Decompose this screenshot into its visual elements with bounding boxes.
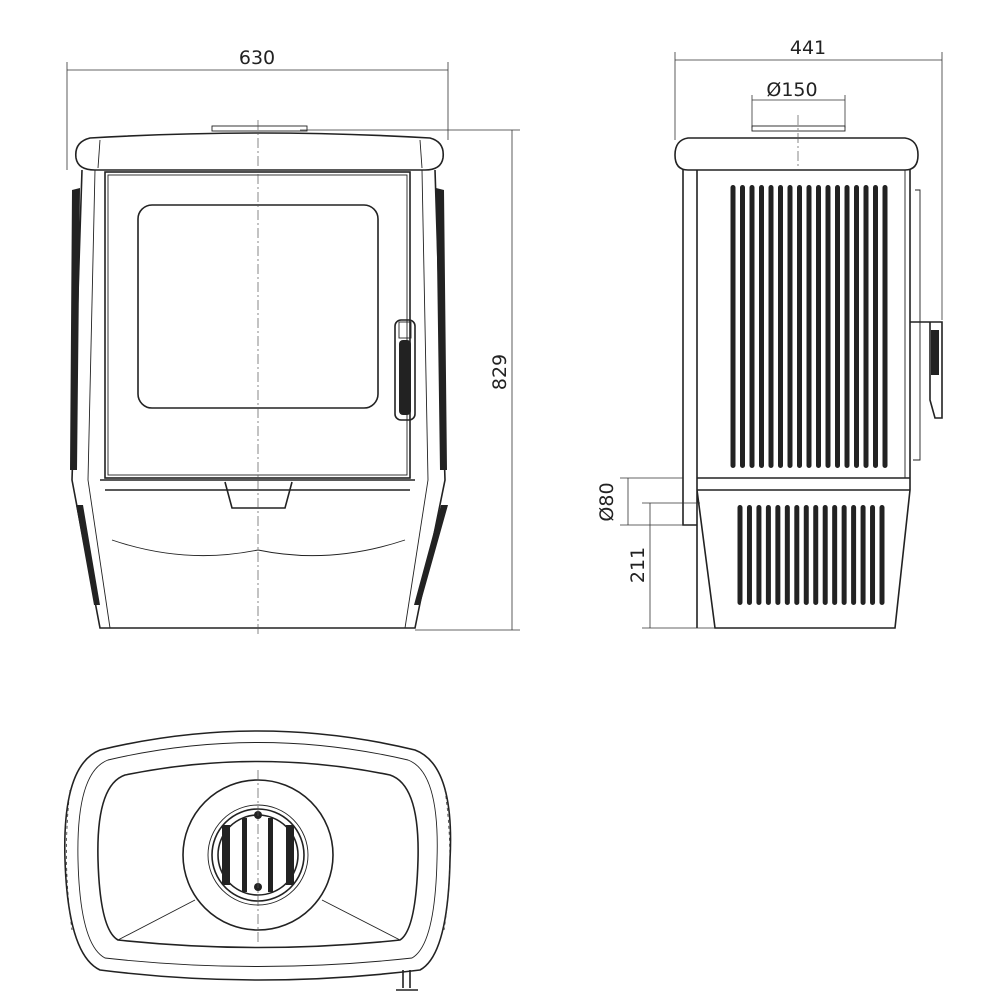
vent-slit — [832, 505, 838, 605]
vent-slit — [860, 505, 866, 605]
height-label: 829 — [489, 354, 511, 390]
vent-slit — [746, 505, 752, 605]
vent-slit — [730, 185, 736, 468]
top-view — [63, 730, 452, 991]
width-label: 630 — [239, 47, 275, 69]
vent-slit — [863, 185, 869, 468]
vent-slit — [825, 185, 831, 468]
vent-slit — [784, 505, 790, 605]
vent-slit — [879, 505, 885, 605]
vent-slit — [835, 185, 840, 468]
vent-slit — [854, 185, 859, 468]
vent-slit — [768, 185, 774, 468]
vent-slit — [787, 185, 793, 468]
door — [104, 171, 411, 479]
vent-slit — [873, 185, 878, 468]
vent-slit — [737, 505, 743, 605]
rear-flue-dimension: Ø80 — [596, 477, 683, 526]
door-handle — [394, 319, 416, 421]
vent-slit — [822, 505, 828, 605]
vent-slit — [794, 505, 800, 605]
vent-slit — [756, 505, 762, 605]
vent-slit — [841, 505, 847, 605]
vent-slit — [765, 505, 771, 605]
upper-vent-slits — [730, 185, 888, 468]
top-flue-dimension: Ø150 — [751, 79, 846, 128]
top-outline — [63, 730, 452, 981]
vent-slit — [778, 185, 783, 468]
side-top-cap — [674, 137, 919, 171]
flue-damper — [222, 818, 294, 892]
side-handle — [910, 321, 943, 419]
body-outline — [71, 169, 446, 629]
front-view: 630 829 — [66, 47, 520, 635]
vent-slit — [870, 505, 876, 605]
lower-vent-slits — [737, 505, 885, 605]
vent-slit — [797, 185, 802, 468]
vent-slit — [749, 185, 755, 468]
rear-flue-height-label: 211 — [627, 547, 649, 583]
depth-label: 441 — [790, 37, 826, 59]
handle-knob — [396, 970, 418, 991]
ash-lip — [224, 481, 293, 509]
vent-slit — [759, 185, 764, 468]
rear-flue-label: Ø80 — [596, 482, 618, 521]
depth-dimension: 441 — [674, 37, 943, 320]
height-dimension: 829 — [300, 129, 520, 631]
vent-slit — [844, 185, 850, 468]
vent-slit — [803, 505, 809, 605]
side-vents — [70, 188, 448, 605]
vent-slit — [813, 505, 819, 605]
vent-slit — [816, 185, 821, 468]
width-dimension: 630 — [66, 47, 449, 170]
vent-slit — [775, 505, 781, 605]
vent-slit — [806, 185, 812, 468]
vent-slit — [882, 185, 888, 468]
top-flue-label: Ø150 — [766, 79, 817, 101]
top-cap — [74, 132, 445, 171]
rear-flue-height-dimension: 211 — [627, 502, 715, 629]
vent-slit — [851, 505, 857, 605]
vent-slit — [740, 185, 745, 468]
side-view: 441 Ø150 Ø80 211 — [596, 37, 943, 629]
flue-collar — [211, 125, 308, 132]
